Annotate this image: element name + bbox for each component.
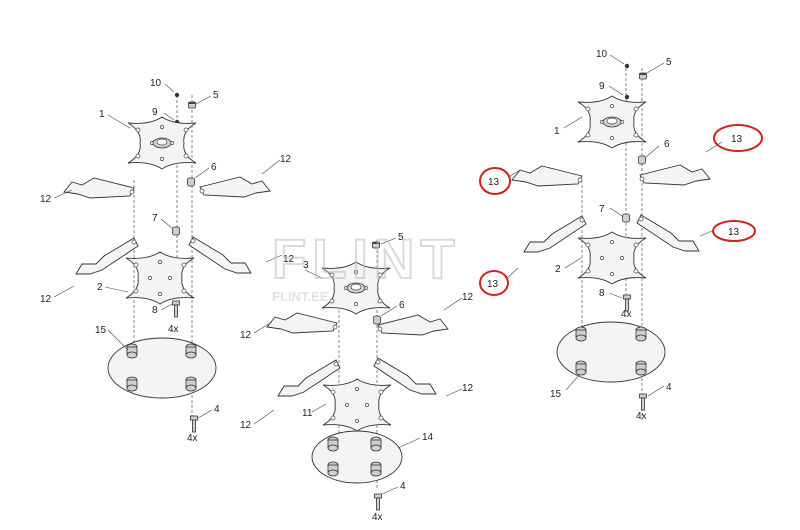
- post-icon: [185, 343, 197, 359]
- post-icon: [370, 436, 382, 452]
- callout-13-upper-left: [479, 167, 511, 195]
- label-8: 8: [599, 288, 605, 299]
- spacer-7-icon: [172, 226, 180, 236]
- blade-13-lower-right: [636, 214, 700, 252]
- lower-plate-11: [322, 378, 392, 432]
- assembly-right: 10 5 9 1 6 7 2 8 4x 15 4 4x 13 13 13 13: [479, 49, 763, 422]
- blade-12-upper-left: [63, 177, 135, 199]
- washer-9-icon: [624, 94, 630, 100]
- hub-icon: [602, 116, 622, 128]
- label-2: 2: [97, 282, 103, 293]
- blade-12-upper-right: [377, 314, 449, 336]
- base-disc-15: [107, 337, 217, 399]
- label-12-d: 12: [40, 294, 52, 305]
- label-14: 14: [422, 432, 434, 443]
- label-11: 11: [302, 408, 313, 419]
- blade-13-upper-right: [639, 164, 711, 186]
- label-10: 10: [596, 49, 608, 60]
- label-15: 15: [550, 389, 562, 400]
- label-12-b: 12: [240, 330, 252, 341]
- base-disc-14: [311, 430, 403, 484]
- nut-5-icon: [639, 72, 647, 80]
- label-4x-bolt8: 4x: [168, 324, 179, 335]
- bolt-4-icon: [639, 393, 647, 411]
- label-4x: 4x: [372, 512, 383, 523]
- label-5: 5: [398, 232, 404, 243]
- nut-5-icon: [188, 101, 196, 109]
- label-5: 5: [213, 90, 219, 101]
- post-icon: [126, 376, 138, 392]
- blade-12-lower-right: [188, 236, 252, 274]
- post-icon: [126, 343, 138, 359]
- label-8: 8: [152, 305, 158, 316]
- label-4x-bolt4: 4x: [636, 411, 647, 422]
- label-4: 4: [400, 481, 406, 492]
- blade-13-lower-left: [523, 215, 587, 253]
- post-icon: [635, 326, 647, 342]
- hub-icon: [152, 137, 172, 149]
- label-6: 6: [664, 139, 670, 150]
- label-4x-bolt8: 4x: [621, 309, 632, 320]
- label-10: 10: [150, 78, 162, 89]
- bolt-8-icon: [172, 300, 180, 318]
- watermark-site: FLINT.EE: [272, 289, 329, 304]
- label-1: 1: [554, 126, 560, 137]
- screw-10-icon: [174, 92, 180, 98]
- label-13-upper-left: 13: [488, 177, 500, 188]
- label-12-a: 12: [462, 292, 474, 303]
- post-icon: [185, 376, 197, 392]
- callout-13-lower-right: [712, 220, 756, 242]
- label-5: 5: [666, 57, 672, 68]
- label-6: 6: [211, 162, 217, 173]
- label-12-a: 12: [280, 154, 292, 165]
- label-4: 4: [666, 382, 672, 393]
- label-7: 7: [599, 204, 605, 215]
- label-12-c: 12: [462, 383, 474, 394]
- bolt-4-icon: [190, 415, 198, 433]
- watermark-logo: FLINT: [272, 227, 461, 290]
- label-1: 1: [99, 109, 105, 120]
- spacer-6-icon: [373, 315, 381, 325]
- blade-12-lower-left: [75, 237, 139, 275]
- label-7: 7: [152, 213, 158, 224]
- label-2: 2: [555, 264, 561, 275]
- base-disc-15: [556, 321, 666, 383]
- label-12-d: 12: [240, 420, 252, 431]
- post-icon: [327, 436, 339, 452]
- label-15: 15: [95, 325, 107, 336]
- post-icon: [575, 326, 587, 342]
- post-icon: [327, 461, 339, 477]
- spacer-6-icon: [638, 155, 646, 165]
- post-icon: [635, 360, 647, 376]
- blade-12-upper-left: [266, 312, 338, 334]
- spacer-6-icon: [187, 177, 195, 187]
- label-12-c: 12: [283, 254, 295, 265]
- assembly-middle: 5 3 6 12 12 12 12 11 14 4 4x: [240, 232, 474, 523]
- bolt-4-icon: [374, 493, 382, 511]
- label-3: 3: [303, 260, 309, 271]
- post-icon: [370, 461, 382, 477]
- label-9: 9: [599, 81, 605, 92]
- label-4x-bolt4: 4x: [187, 433, 198, 444]
- watermark: FLINT FLINT.EE: [271, 226, 461, 304]
- assembly-left: 10 5 9 1 6 12 12 7 12 12 2 8 4x 15 4 4x: [40, 78, 295, 444]
- post-icon: [575, 360, 587, 376]
- callout-13-upper-right: [713, 124, 763, 152]
- label-13-lower-left: 13: [487, 279, 499, 290]
- label-13-lower-right: 13: [728, 227, 740, 238]
- callout-13-lower-left: [479, 270, 509, 296]
- lower-plate-2: [577, 231, 647, 285]
- blade-12-upper-right: [199, 176, 271, 198]
- label-9: 9: [152, 107, 158, 118]
- label-12-b: 12: [40, 194, 52, 205]
- screw-10-icon: [624, 63, 630, 69]
- blade-13-upper-left: [511, 165, 583, 187]
- lower-plate-2: [125, 251, 195, 305]
- label-4: 4: [214, 404, 220, 415]
- spacer-7-icon: [622, 213, 630, 223]
- label-13-upper-right: 13: [731, 134, 743, 145]
- label-6: 6: [399, 300, 405, 311]
